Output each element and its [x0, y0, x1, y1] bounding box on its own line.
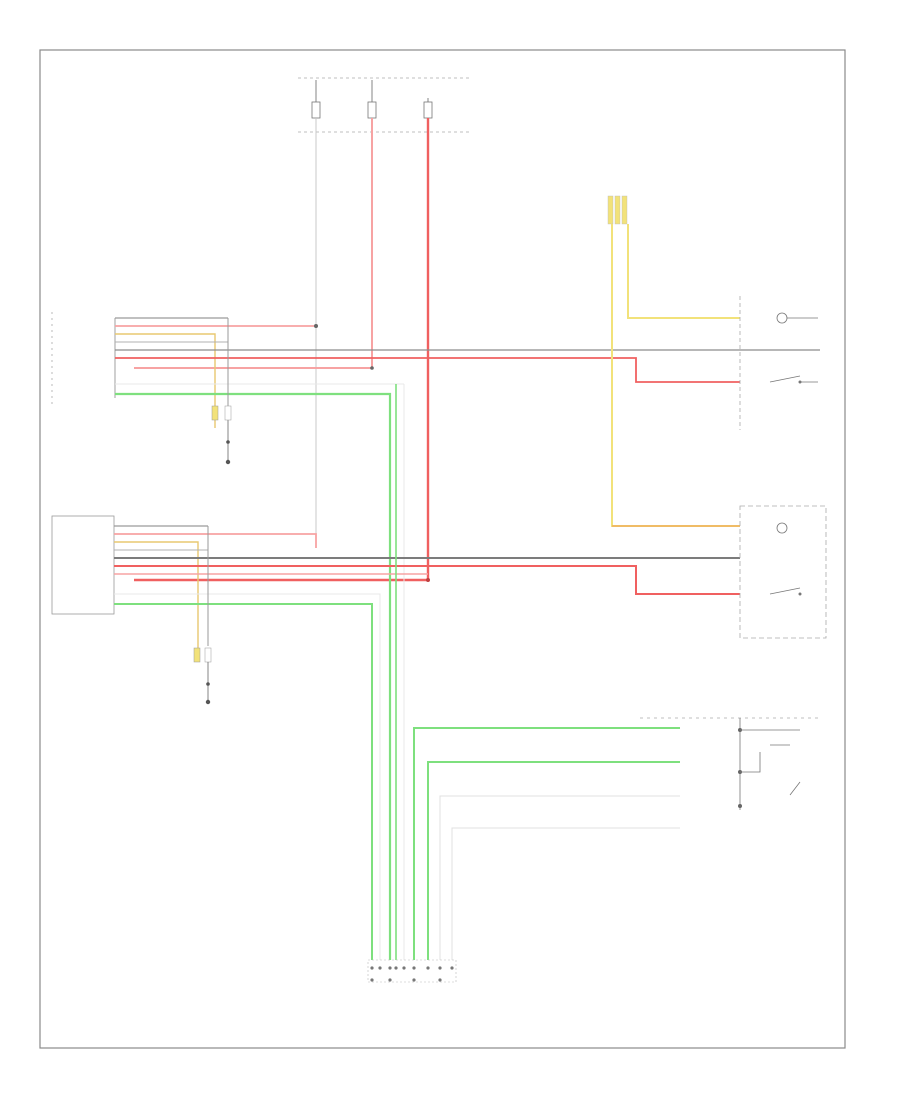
wire-left-pin3 — [115, 333, 216, 428]
wire-conn-4 — [451, 827, 680, 960]
wire-fuse2 — [134, 118, 373, 369]
fuse-1 — [311, 101, 321, 119]
switch-assembly — [640, 717, 820, 810]
left-module — [51, 312, 116, 405]
wire-conn-1 — [413, 727, 680, 960]
wire-dimmer-b — [627, 224, 740, 319]
wire-right-pin6 — [114, 565, 740, 595]
diagram-frame — [39, 49, 846, 1049]
left-ground — [211, 405, 232, 465]
fuse-2 — [367, 101, 377, 119]
junction-right-a — [426, 578, 430, 582]
bottom-connector — [367, 959, 457, 983]
fuse-panel — [298, 77, 470, 133]
right-ground — [193, 647, 212, 705]
right-motor — [739, 505, 827, 639]
wire-dimmer-a — [611, 224, 740, 527]
wire-right-pin3 — [114, 541, 199, 650]
wire-fuse3 — [134, 118, 430, 582]
right-module — [51, 515, 115, 615]
junction-left-a — [314, 324, 318, 328]
wire-right-pin2 — [114, 533, 317, 548]
wire-right-pin9 — [114, 603, 373, 960]
left-motor — [739, 296, 818, 430]
fuse-3 — [423, 101, 433, 119]
dimmer-control — [607, 195, 628, 225]
wire-left-pin6 — [115, 357, 740, 383]
wire-right-pin8 — [114, 593, 381, 960]
wire-left-pin9 — [115, 392, 392, 960]
wire-conn-3 — [439, 795, 680, 960]
wire-conn-2 — [427, 761, 680, 960]
junction-left-b — [370, 366, 374, 370]
